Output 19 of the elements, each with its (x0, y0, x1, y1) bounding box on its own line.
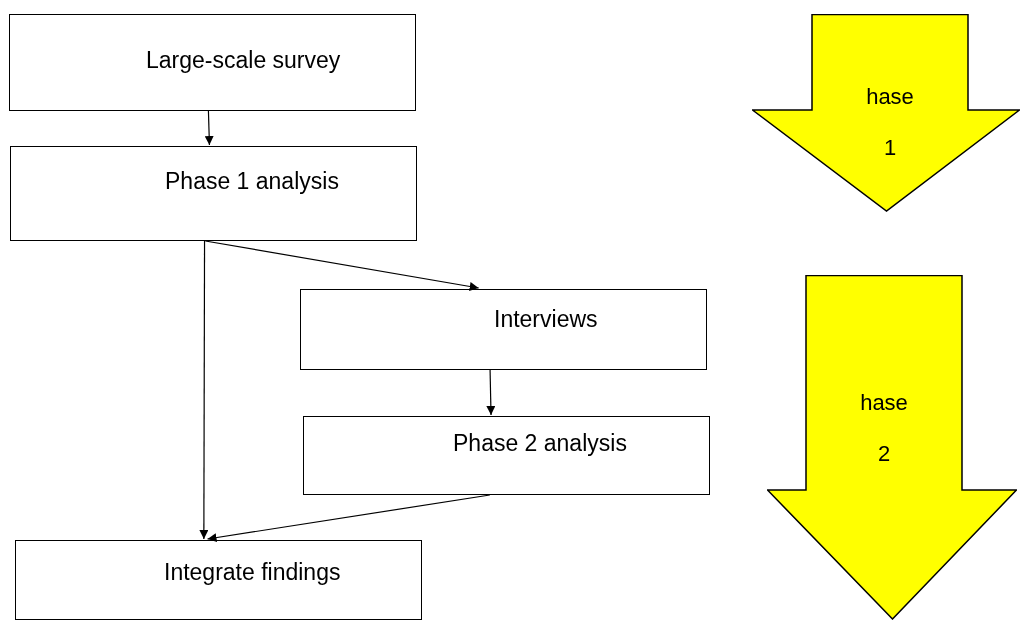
process-box (300, 289, 707, 370)
down-arrow-shape (767, 275, 1017, 620)
box-label: Interviews (494, 306, 598, 333)
process-box (10, 146, 417, 241)
process-box (9, 14, 416, 111)
box-label: Phase 1 analysis (165, 168, 339, 195)
down-arrow-shape (752, 14, 1020, 212)
arrow (204, 240, 480, 291)
arrow (206, 494, 491, 543)
arrow (204, 110, 214, 146)
process-box (15, 540, 422, 620)
arrow-label: hase 1 (866, 83, 914, 162)
arrow-label: hase 2 (860, 389, 908, 468)
arrow (199, 240, 209, 540)
box-label: Integrate findings (164, 559, 341, 586)
process-box (303, 416, 710, 495)
box-label: Phase 2 analysis (453, 430, 627, 457)
box-label: Large-scale survey (146, 47, 341, 74)
arrow (486, 369, 496, 416)
